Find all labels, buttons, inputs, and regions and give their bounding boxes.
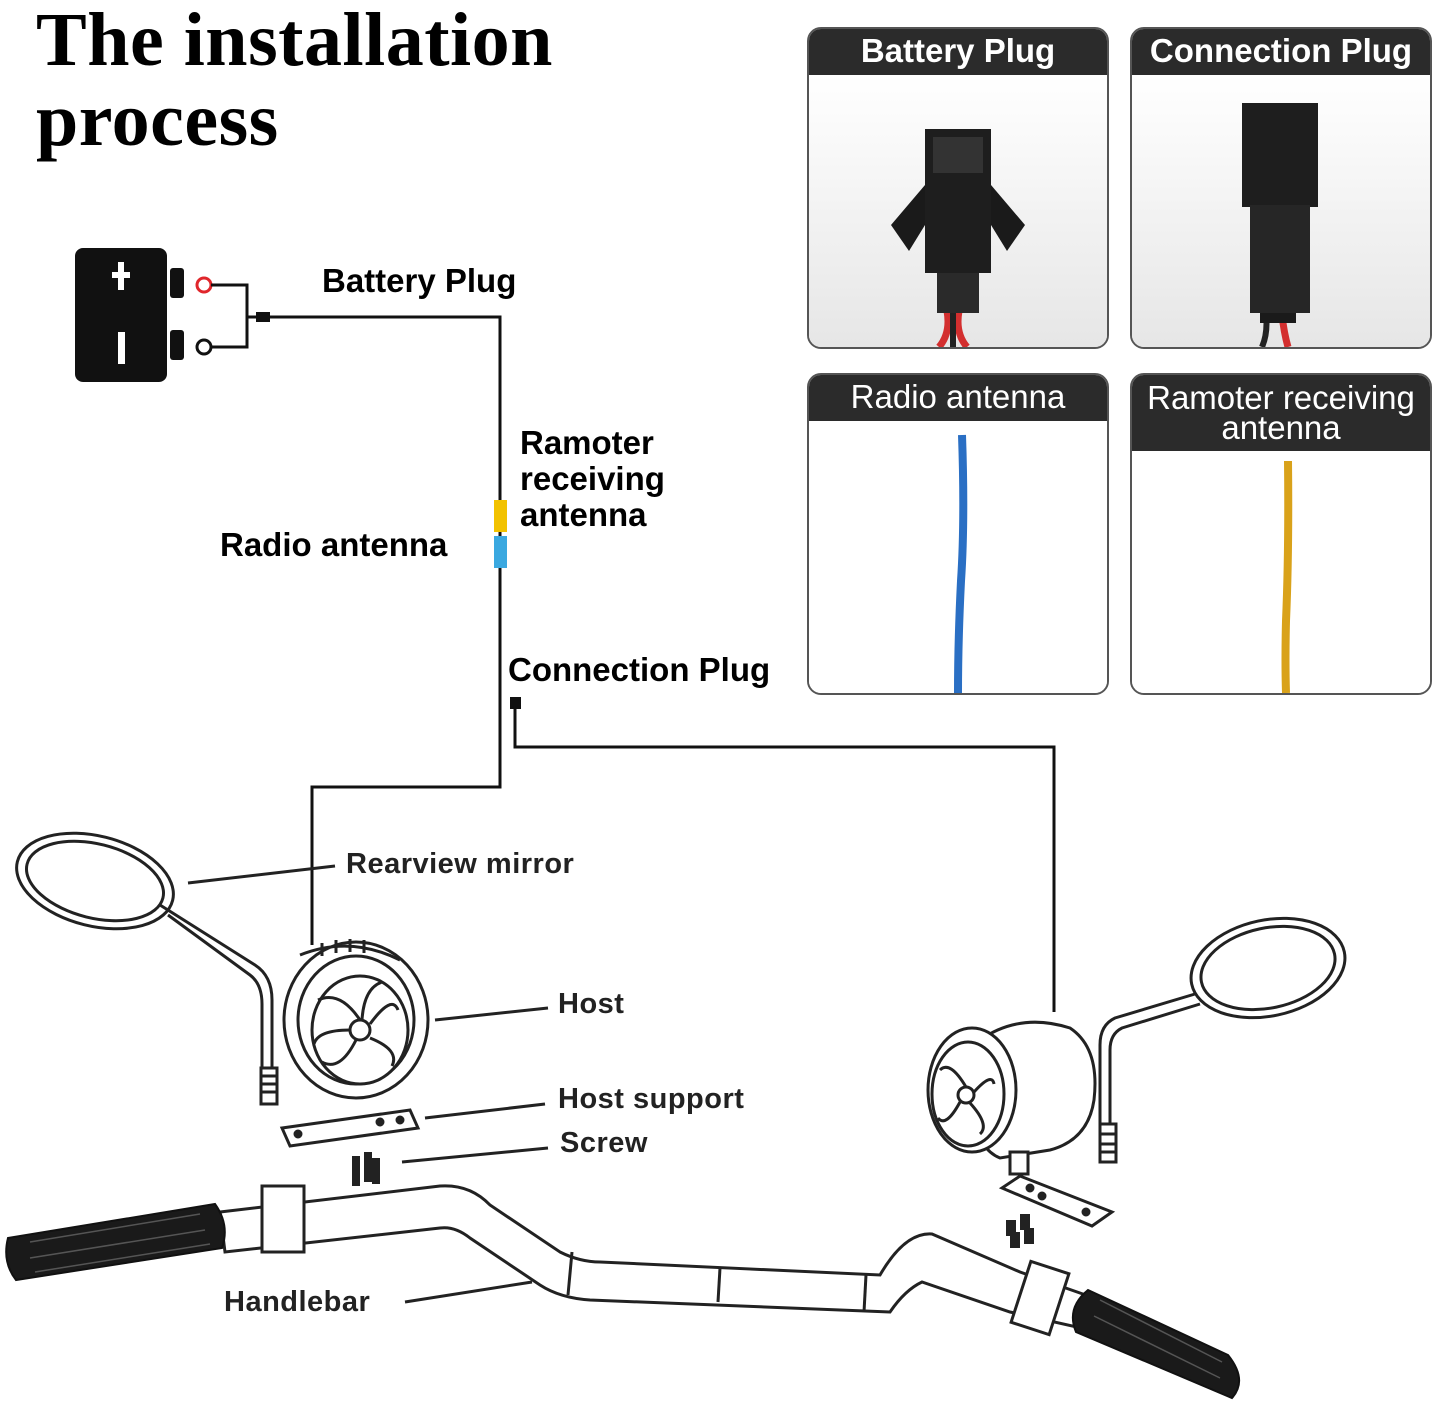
panel-radio-antenna: Radio antenna: [807, 373, 1109, 695]
label-rearview-mirror: Rearview mirror: [346, 848, 575, 880]
panel-remote-antenna-photo: [1132, 451, 1430, 693]
battery-positive-terminal: [195, 276, 213, 294]
panel-battery-plug-photo: [809, 75, 1107, 347]
label-remote-antenna-line-1: Ramoter: [520, 424, 654, 461]
left-grip: [5, 1202, 226, 1282]
panel-connection-plug-title: Connection Plug: [1132, 29, 1430, 75]
radio-antenna-connector: [494, 536, 507, 568]
leader-lines: [187, 864, 549, 1304]
panel-battery-plug: Battery Plug: [807, 27, 1109, 349]
label-connection-plug: Connection Plug: [508, 651, 771, 688]
label-radio-antenna: Radio antenna: [220, 526, 448, 563]
label-host: Host: [558, 988, 625, 1020]
radio-antenna-image: [809, 421, 1107, 693]
left-host-support: [279, 1108, 421, 1148]
label-battery-plug: Battery Plug: [322, 262, 517, 299]
battery-plug-image: [809, 75, 1107, 347]
title-line-2: process: [36, 78, 279, 162]
panel-radio-antenna-title: Radio antenna: [809, 375, 1107, 421]
panel-remote-antenna-title-line-1: Ramoter receiving: [1147, 379, 1415, 416]
title-line-1: The installation: [36, 0, 553, 82]
left-host-speaker: [282, 939, 430, 1100]
panel-remote-antenna-title-line-2: antenna: [1221, 409, 1341, 446]
label-remote-antenna-line-2: receiving: [520, 460, 665, 497]
handlebar: [218, 1184, 1102, 1337]
label-screw: Screw: [560, 1127, 648, 1159]
main-wire: [270, 315, 507, 945]
panel-remote-antenna-title: Ramoter receiving antenna: [1132, 375, 1430, 451]
remote-antenna-image: [1132, 451, 1430, 693]
panel-radio-antenna-photo: [809, 421, 1107, 693]
left-screws: [352, 1152, 380, 1186]
left-rearview-mirror: [15, 831, 279, 1106]
battery-icon: [75, 248, 270, 382]
panel-remote-antenna: Ramoter receiving antenna: [1130, 373, 1432, 695]
label-remote-antenna-line-3: antenna: [520, 496, 647, 533]
panel-battery-plug-title: Battery Plug: [809, 29, 1107, 75]
battery-negative-terminal: [195, 338, 213, 356]
label-host-support: Host support: [558, 1083, 745, 1115]
connection-wire: [510, 697, 1056, 1012]
connection-plug-image: [1132, 75, 1430, 347]
label-handlebar: Handlebar: [224, 1286, 371, 1318]
panel-connection-plug-photo: [1132, 75, 1430, 347]
right-host-speaker: [926, 1020, 1097, 1176]
label-remote-antenna: Ramoter receiving antenna: [520, 425, 665, 533]
right-grip: [1072, 1288, 1240, 1400]
right-host-support: [998, 1174, 1116, 1228]
remote-antenna-connector: [494, 500, 507, 532]
panel-connection-plug: Connection Plug: [1130, 27, 1432, 349]
right-rearview-mirror: [1098, 916, 1347, 1164]
right-screws: [1006, 1214, 1034, 1248]
page-title: The installation process: [36, 0, 736, 160]
